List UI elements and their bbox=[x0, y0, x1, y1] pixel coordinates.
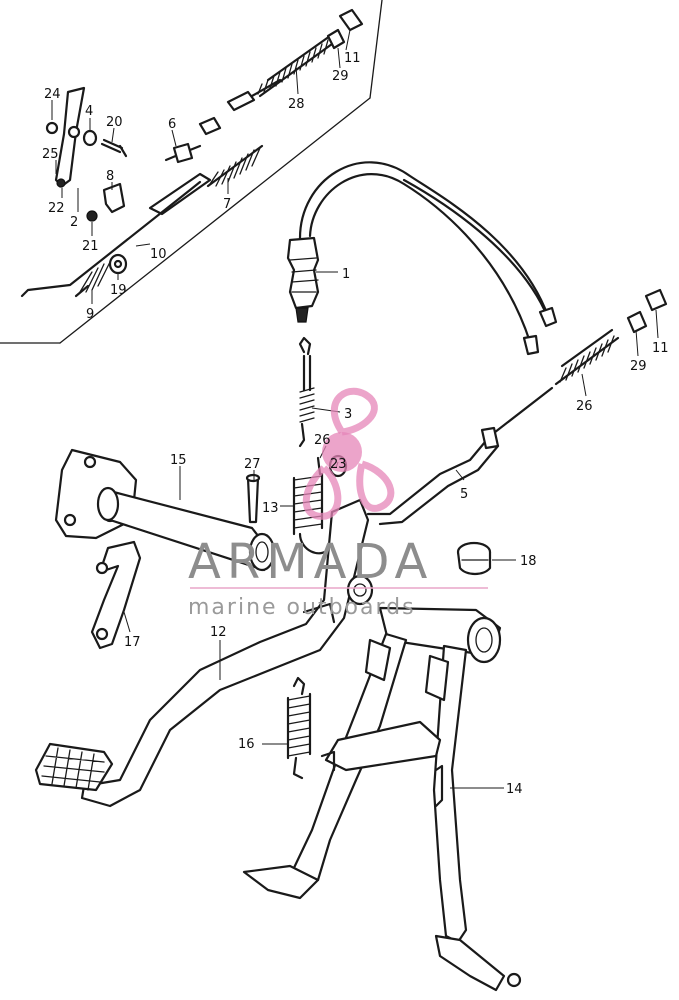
callout-15: 15 bbox=[170, 453, 187, 468]
callout-26-center: 26 bbox=[314, 433, 331, 448]
brake-rod-end-5 bbox=[366, 288, 668, 526]
callout-19: 19 bbox=[110, 283, 127, 298]
bolt-27 bbox=[245, 473, 261, 524]
speedometer-cable-1 bbox=[286, 161, 558, 356]
callout-22: 22 bbox=[48, 201, 65, 216]
callout-29-upper: 29 bbox=[332, 69, 349, 84]
pivot-shaft-15 bbox=[54, 448, 276, 572]
return-spring-3 bbox=[298, 336, 315, 448]
watermark: ARMADA marine outboards bbox=[188, 387, 488, 620]
callout-23: 23 bbox=[330, 457, 347, 472]
callouts: 24 4 20 6 25 8 22 2 7 21 10 9 19 11 29 2… bbox=[42, 51, 669, 797]
callout-7: 7 bbox=[223, 197, 231, 212]
watermark-logo bbox=[302, 387, 395, 520]
callout-26-right: 26 bbox=[576, 399, 593, 414]
callout-3: 3 bbox=[344, 407, 352, 422]
callout-13: 13 bbox=[262, 501, 279, 516]
inset-frame bbox=[0, 0, 383, 344]
callout-10: 10 bbox=[150, 247, 167, 262]
callout-18: 18 bbox=[520, 554, 537, 569]
callout-16: 16 bbox=[238, 737, 255, 752]
callout-20: 20 bbox=[106, 115, 123, 130]
bracket-17 bbox=[90, 540, 142, 650]
callout-6: 6 bbox=[168, 117, 176, 132]
brake-rod-assembly-inset bbox=[20, 8, 364, 298]
callout-11-upper: 11 bbox=[344, 51, 361, 66]
watermark-tagline: marine outboards bbox=[188, 595, 416, 620]
callout-28: 28 bbox=[288, 97, 305, 112]
callout-5: 5 bbox=[460, 487, 468, 502]
center-stand-14 bbox=[242, 606, 522, 992]
callout-21: 21 bbox=[82, 239, 99, 254]
callout-25: 25 bbox=[42, 147, 59, 162]
callout-9: 9 bbox=[86, 307, 94, 322]
callout-1: 1 bbox=[342, 267, 350, 282]
watermark-brand: ARMADA bbox=[188, 534, 433, 590]
rubber-stop-18 bbox=[456, 541, 492, 576]
callout-11-lower: 11 bbox=[652, 341, 669, 356]
callout-29-lower: 29 bbox=[630, 359, 647, 374]
callout-27: 27 bbox=[244, 457, 261, 472]
leader-lines bbox=[51, 29, 659, 789]
callout-4: 4 bbox=[85, 104, 93, 119]
callout-14: 14 bbox=[506, 782, 523, 797]
callout-8: 8 bbox=[106, 169, 114, 184]
spring-16 bbox=[286, 676, 312, 780]
callout-12: 12 bbox=[210, 625, 227, 640]
callout-2: 2 bbox=[70, 215, 78, 230]
brake-pedal-12 bbox=[34, 498, 374, 808]
callout-17: 17 bbox=[124, 635, 141, 650]
callout-24: 24 bbox=[44, 87, 61, 102]
